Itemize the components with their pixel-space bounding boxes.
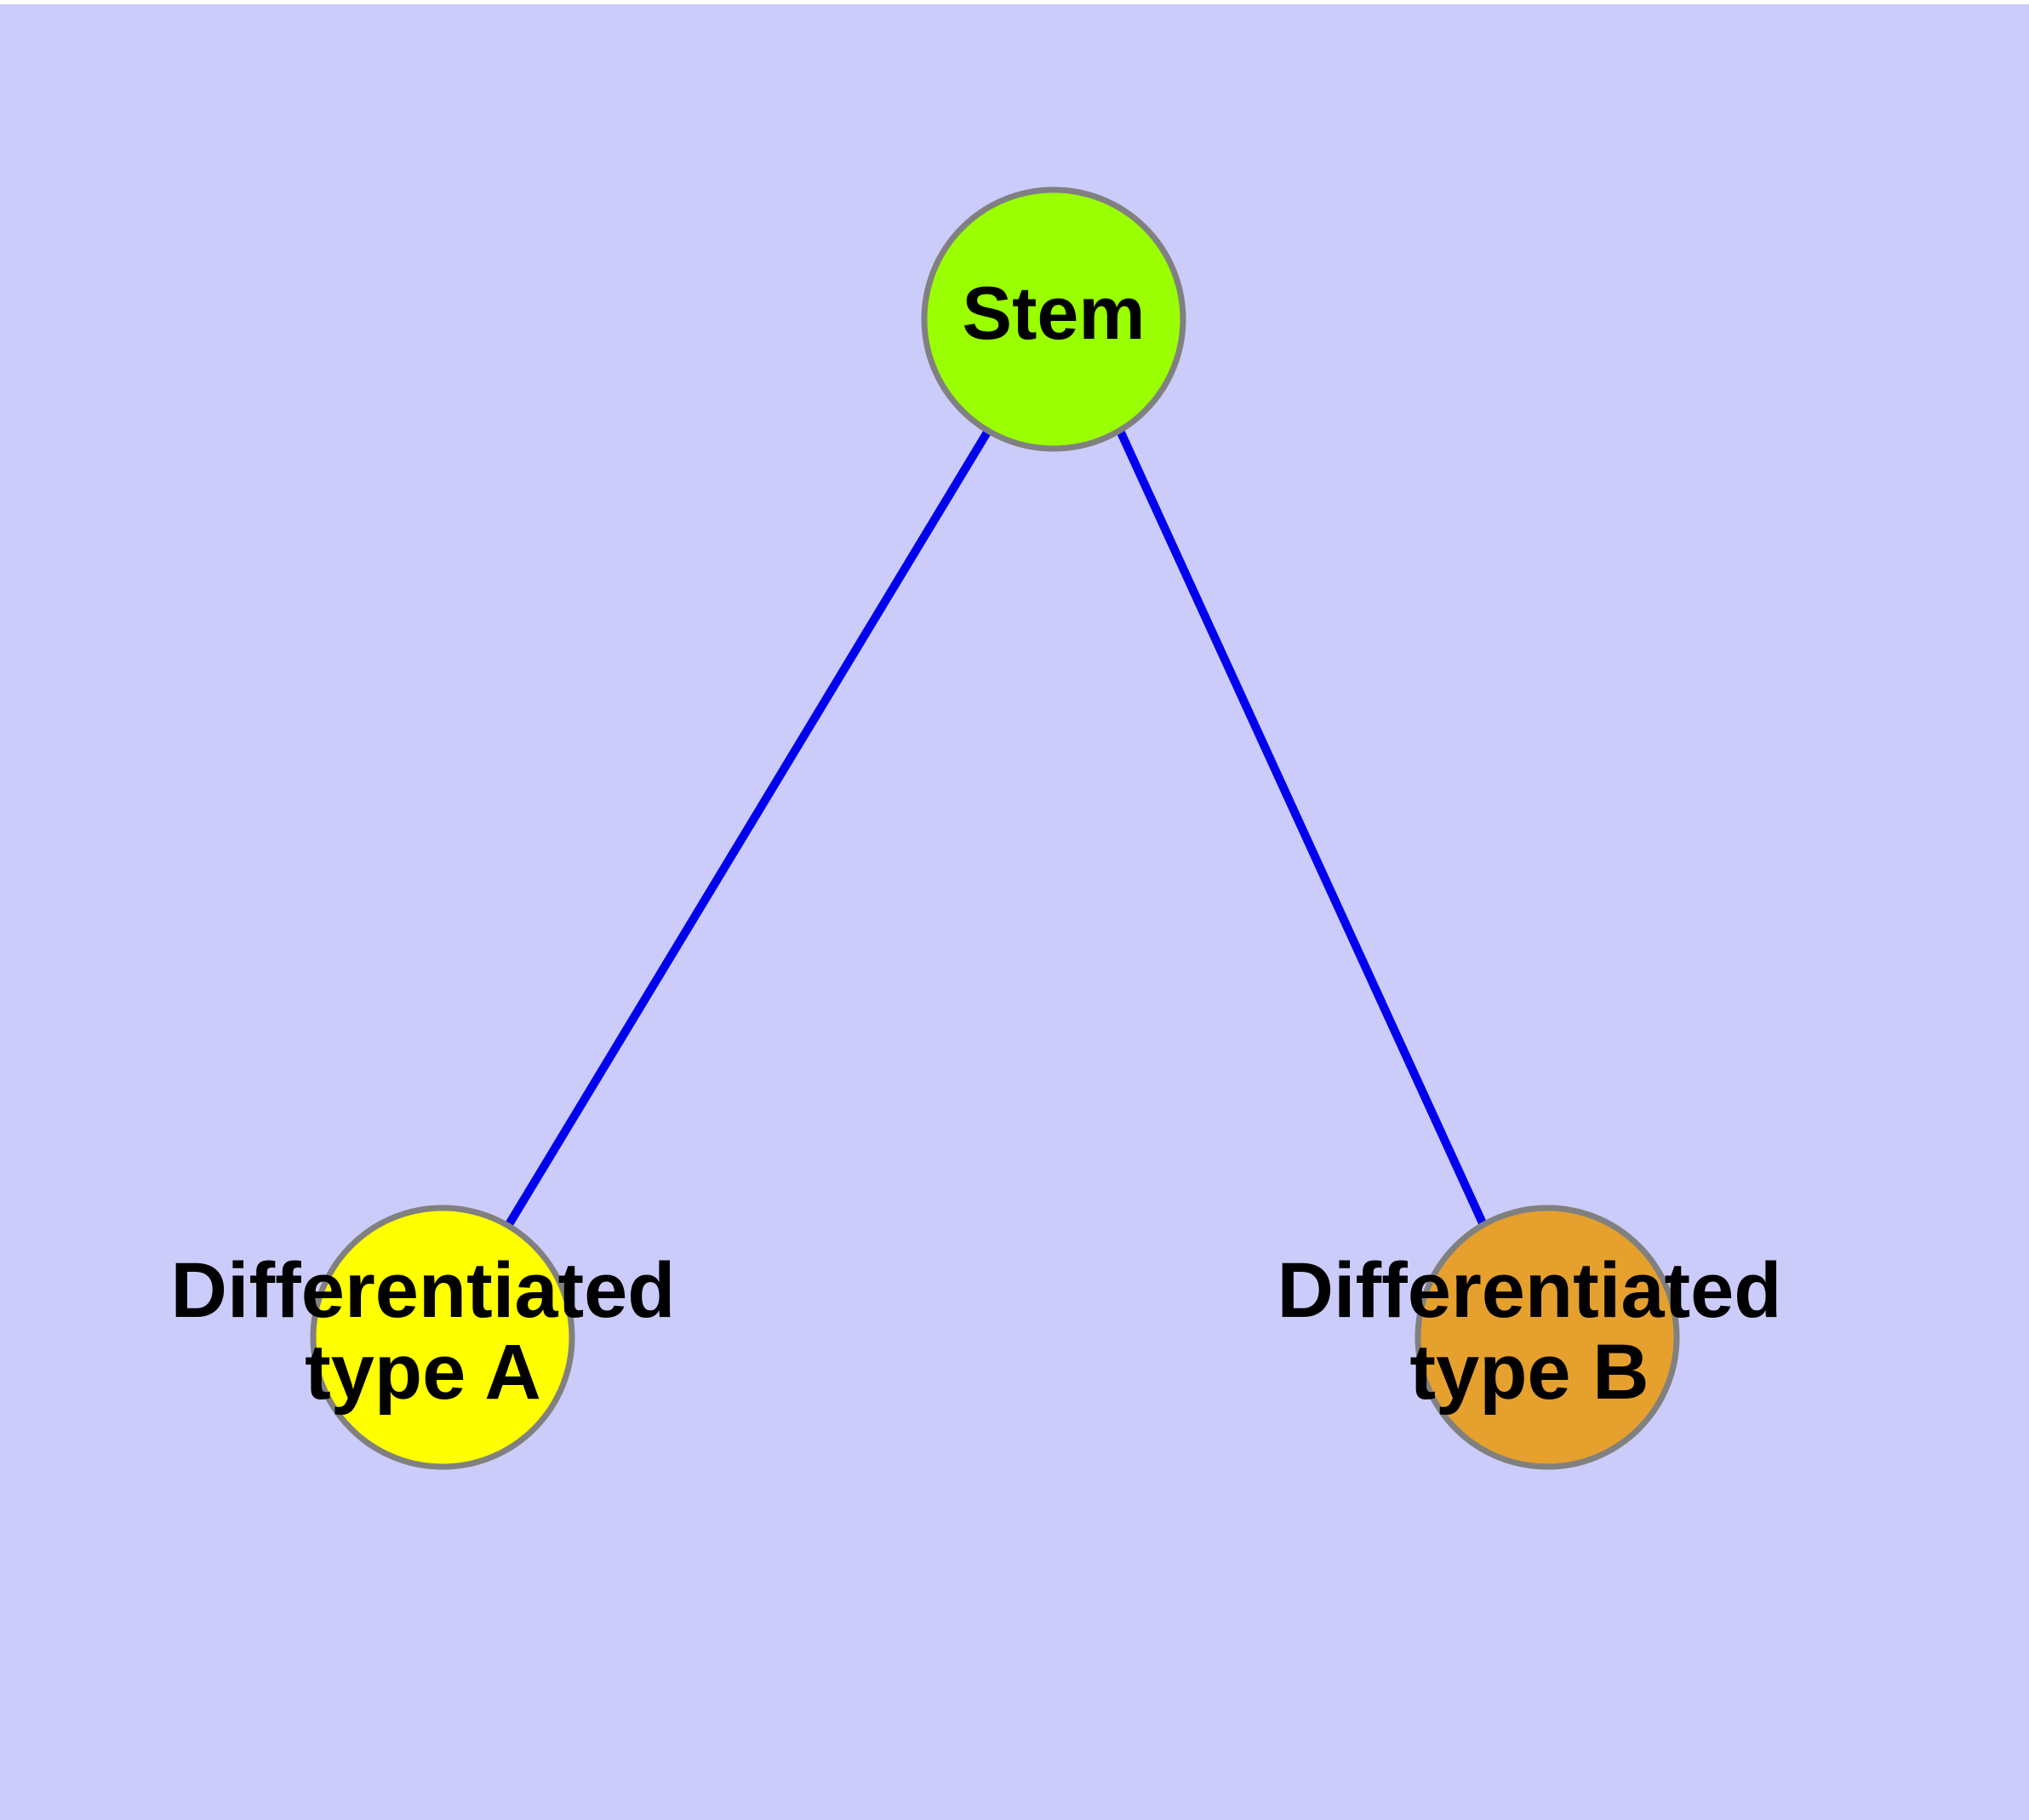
graph-edge-stem-to-type-a[interactable] [504,428,992,1228]
node-circle-stem[interactable] [921,186,1186,452]
node-circle-type-a[interactable] [310,1205,575,1470]
nodes-layer [310,186,1680,1470]
node-label-line: Differentiated [1277,1247,1782,1334]
graph-node-stem[interactable] [921,186,1186,452]
node-circle-type-b[interactable] [1415,1205,1680,1470]
graph-edge-stem-to-type-b[interactable] [1117,430,1488,1228]
graph-node-type-b[interactable] [1415,1205,1680,1470]
edges-layer [504,428,1488,1228]
node-label-line: type B [1409,1329,1649,1416]
graph-node-type-a[interactable] [310,1205,575,1470]
node-label-line: Stem [962,271,1145,355]
node-label-line: Differentiated [171,1247,676,1334]
node-label-line: type A [305,1329,541,1416]
node-label-stem: Stem [962,271,1145,355]
